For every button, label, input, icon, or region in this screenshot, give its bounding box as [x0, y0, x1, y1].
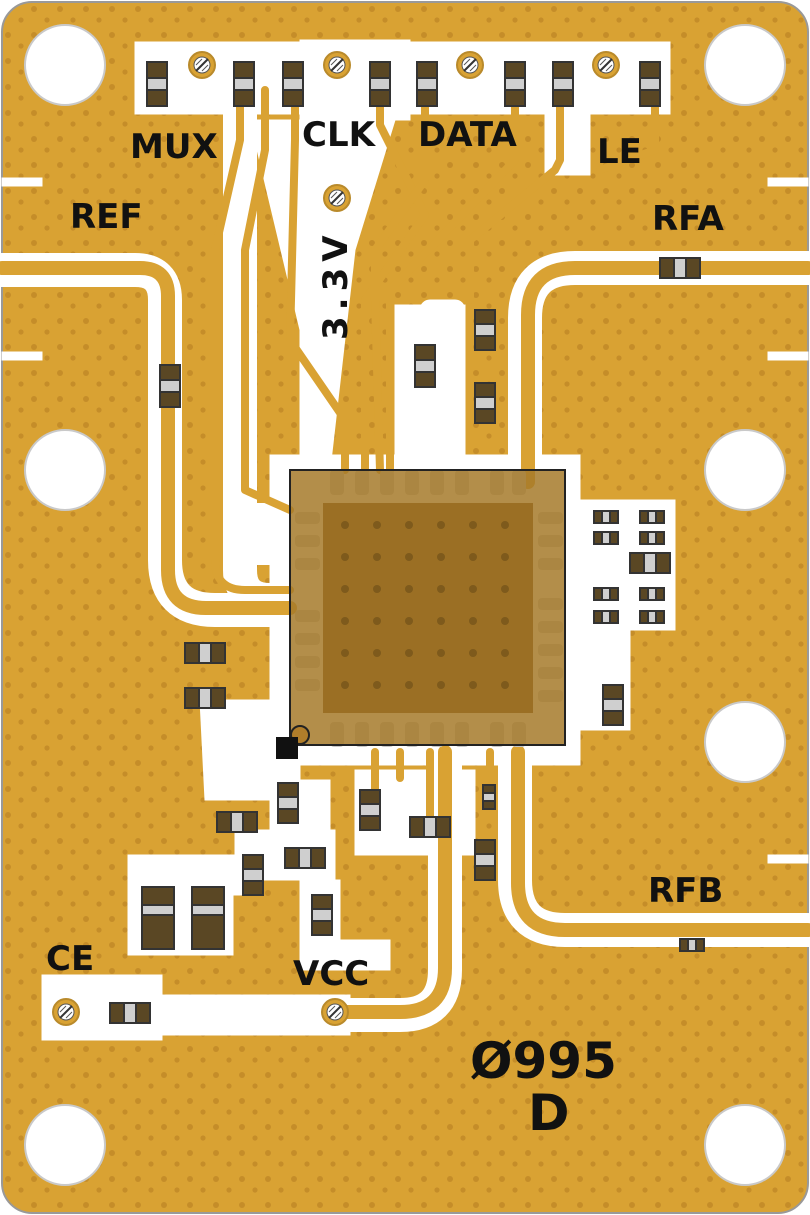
smd-resistor	[359, 789, 381, 831]
smd-resistor	[482, 784, 496, 810]
board-revision: D	[528, 1084, 570, 1142]
smd-resistor	[593, 587, 619, 601]
test-point-icon[interactable]	[323, 184, 351, 212]
smd-resistor	[416, 61, 438, 107]
test-point-icon[interactable]	[323, 51, 351, 79]
smd-resistor	[679, 938, 705, 952]
test-point-icon[interactable]	[52, 998, 80, 1026]
label-mux: MUX	[130, 127, 218, 167]
copper-traces	[0, 86, 810, 1019]
smd-resistor	[109, 1002, 151, 1024]
label-ref: REF	[70, 197, 143, 237]
label-le: LE	[597, 132, 642, 172]
test-point-icon[interactable]	[321, 998, 349, 1026]
smd-resistor	[639, 610, 665, 624]
smd-resistor	[369, 61, 391, 107]
smd-resistor	[277, 782, 299, 824]
smd-resistor	[474, 309, 496, 351]
label-rfb: RFB	[648, 871, 723, 911]
smd-resistor	[409, 816, 451, 838]
label-ce: CE	[46, 939, 94, 979]
smd-resistor	[159, 364, 181, 408]
ic-thermal-pad	[323, 503, 533, 713]
mounting-hole-icon	[704, 701, 786, 783]
mounting-hole-icon	[704, 1104, 786, 1186]
mounting-hole-icon	[24, 1104, 106, 1186]
smd-capacitor	[191, 886, 225, 950]
smd-resistor	[242, 854, 264, 896]
smd-resistor	[311, 894, 333, 936]
smd-resistor	[504, 61, 526, 107]
smd-resistor	[593, 510, 619, 524]
label-rfa: RFA	[652, 199, 725, 239]
ic-thermal-vias	[341, 521, 509, 689]
test-point-icon[interactable]	[592, 51, 620, 79]
smd-resistor	[146, 61, 168, 107]
smd-resistor	[474, 382, 496, 424]
header-components	[146, 61, 661, 107]
test-points	[52, 51, 620, 1026]
mounting-hole-icon	[24, 24, 106, 106]
smd-resistor	[216, 811, 258, 833]
smd-resistor	[414, 344, 436, 388]
smd-resistor	[184, 642, 226, 664]
mounting-hole-icon	[24, 429, 106, 511]
smd-resistor	[639, 510, 665, 524]
label-clk: CLK	[302, 115, 377, 155]
smd-resistor	[639, 61, 661, 107]
pin1-square	[276, 737, 298, 759]
smd-resistor	[233, 61, 255, 107]
label-vcc: VCC	[293, 954, 369, 994]
label-data: DATA	[418, 115, 517, 155]
smd-resistor	[282, 61, 304, 107]
mounting-holes	[24, 24, 786, 1186]
test-point-icon[interactable]	[188, 51, 216, 79]
ic-chip	[276, 469, 566, 759]
smd-resistor	[602, 684, 624, 726]
smd-resistor	[639, 531, 665, 545]
board-id-number: Ø995	[470, 1032, 617, 1090]
smd-resistor	[184, 687, 226, 709]
smd-resistor	[629, 552, 671, 574]
smd-resistor	[284, 847, 326, 869]
silkscreen-labels: MUX CLK DATA LE REF RFA 3.3V RFB CE VCC …	[46, 115, 725, 1142]
mounting-hole-icon	[704, 429, 786, 511]
smd-resistor	[552, 61, 574, 107]
mounting-hole-icon	[704, 24, 786, 106]
smd-capacitor	[141, 886, 175, 950]
smd-resistor	[593, 531, 619, 545]
smd-resistor	[659, 257, 701, 279]
test-point-icon[interactable]	[456, 51, 484, 79]
smd-resistor	[639, 587, 665, 601]
smd-resistor	[593, 610, 619, 624]
label-3v3: 3.3V	[316, 229, 356, 340]
smd-components	[109, 257, 705, 1024]
smd-resistor	[474, 839, 496, 881]
